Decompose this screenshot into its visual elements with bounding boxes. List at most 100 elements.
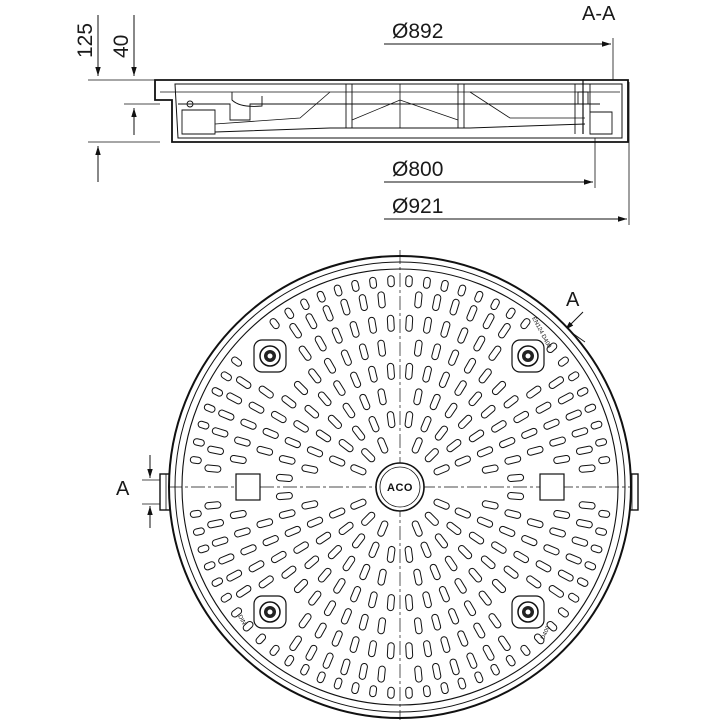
drainage-slot [405,314,414,332]
drainage-slot [454,455,471,467]
drainage-slot [314,335,327,352]
drainage-slot [301,500,319,510]
drainage-slot [405,275,413,288]
drainage-slot [429,563,441,581]
drainage-slot [526,518,544,529]
drainage-slot [490,298,500,311]
drainage-slot [565,409,582,421]
drainage-slot [342,402,356,419]
drainage-slot [350,586,362,603]
drainage-slot [565,553,582,565]
drainage-slot [240,544,257,556]
drainage-slot [308,368,322,384]
drainage-slot [466,305,478,322]
drainage-slot [258,385,274,399]
drainage-slot [446,521,462,536]
drainage-slot [598,456,611,465]
drainage-slot [351,533,366,549]
drainage-slot [377,339,387,357]
drainage-slot [584,403,597,413]
drainage-slot [275,492,293,501]
drainage-slot [457,630,469,647]
drainage-slot [329,455,346,467]
drainage-slot [358,294,368,312]
drainage-slot [520,318,531,330]
drainage-slot [293,578,309,594]
drainage-slot [368,365,378,383]
drainage-slot [255,633,267,645]
drainage-slot [432,662,442,680]
drainage-slot [359,393,371,411]
drainage-slot [478,590,492,606]
drainage-slot [258,575,274,589]
drainage-slot [234,436,251,447]
drainage-slot [405,362,414,380]
drainage-slot [521,535,538,547]
drainage-slot [446,438,462,453]
drainage-slot [424,511,439,526]
drainage-slot [431,343,442,361]
drainage-slot [474,671,484,684]
drainage-slot [505,655,516,667]
section-view: A-A 125 40 Ø892 Ø800 Ø921 [74,3,630,225]
drainage-slot [438,586,450,603]
drainage-slot [284,655,295,667]
drainage-slot [491,420,507,433]
drainage-slot [368,591,378,609]
drainage-slot [293,420,309,433]
drainage-slot [432,294,442,312]
drainage-slot [482,313,495,330]
drainage-slot [491,541,507,554]
drainage-slot [526,575,542,589]
drainage-slot [317,567,332,583]
drainage-slot [488,613,502,629]
drainage-slot [507,492,525,501]
drainage-slot [305,644,318,661]
drainage-slot [316,290,326,303]
drainage-slot [377,520,389,537]
drainage-slot [454,380,467,396]
drainage-slot [448,608,460,625]
drainage-slot [323,600,337,617]
drainage-slot [278,455,296,465]
drainage-slot [434,425,449,441]
drainage-slot [317,391,332,407]
drainage-slot [557,356,569,367]
drainage-slot [413,568,423,586]
drainage-slot [218,553,235,565]
drainage-slot [513,550,530,564]
drainage-slot [368,541,380,558]
drainage-slot [549,436,566,447]
drainage-slot [256,445,274,456]
drainage-slot [595,438,608,447]
drainage-slot [203,561,216,571]
drainage-slot [449,298,460,316]
drainage-slot [481,500,499,510]
drainage-slot [505,307,516,319]
drainage-slot [386,314,395,332]
drainage-slot [240,418,257,430]
drainage-slot [350,371,362,388]
drainage-slot [322,652,334,669]
drainage-slot [306,446,324,458]
drainage-slot [305,313,318,330]
drainage-slot [386,594,395,612]
drainage-slot [270,410,287,424]
drainage-slot [413,617,423,635]
plan-view: A A [116,250,639,720]
drainage-slot [476,516,494,528]
drainage-slot [377,568,387,586]
drainage-slot [229,509,247,520]
drainage-slot [411,437,423,454]
drainage-slot [204,464,222,473]
drainage-slot [192,527,205,536]
drainage-slot [526,445,544,456]
drainage-slot [314,622,327,639]
drainage-slot [323,357,337,374]
drainage-slot [488,345,502,361]
drainage-slot [333,284,343,297]
drainage-slot [433,498,450,510]
drainage-slot [262,427,279,439]
logo-text: ACO [387,482,413,494]
